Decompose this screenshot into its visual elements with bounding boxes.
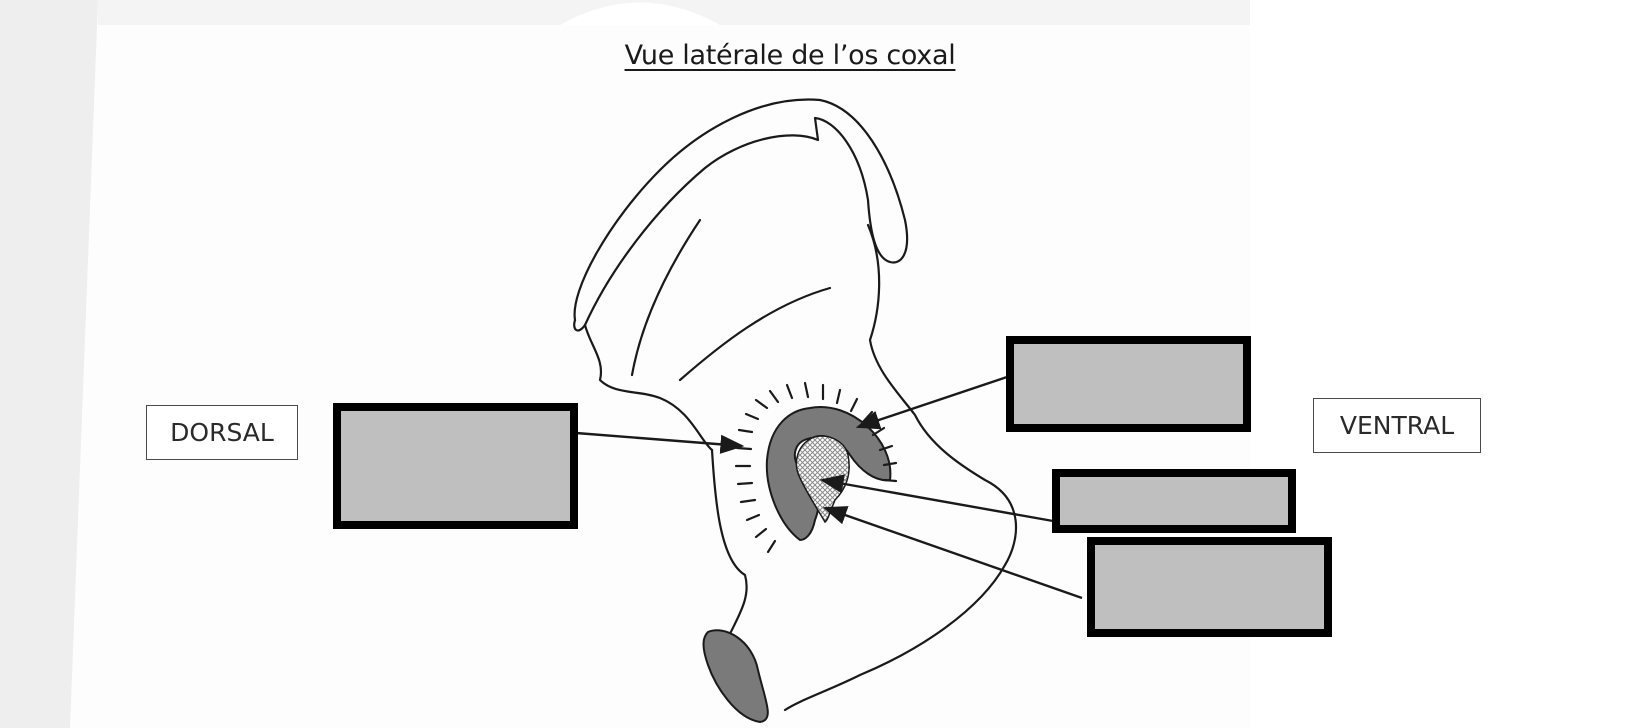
dorsal-label: DORSAL (146, 405, 298, 460)
arrow-to-rim (575, 431, 745, 454)
answer-box-left[interactable] (333, 403, 578, 529)
answer-box-right-top[interactable] (1006, 336, 1251, 432)
anterior-ilium-outline (783, 223, 1018, 712)
ischial-tuberosity (702, 629, 769, 724)
gluteal-line-1 (630, 218, 702, 377)
iliac-crest-outline (573, 98, 909, 332)
answer-box-right-middle[interactable] (1052, 469, 1296, 533)
arrow-to-fossa (822, 506, 1083, 600)
ilium-outline (583, 323, 714, 452)
arrow-to-fossa-notch (819, 474, 1054, 523)
arrow-to-lunate-surface (855, 374, 1011, 430)
diagram-title: Vue latérale de l’os coxal (624, 40, 956, 71)
gluteal-line-2 (678, 286, 832, 382)
answer-box-right-bottom[interactable] (1087, 537, 1332, 637)
ventral-label: VENTRAL (1313, 398, 1481, 453)
